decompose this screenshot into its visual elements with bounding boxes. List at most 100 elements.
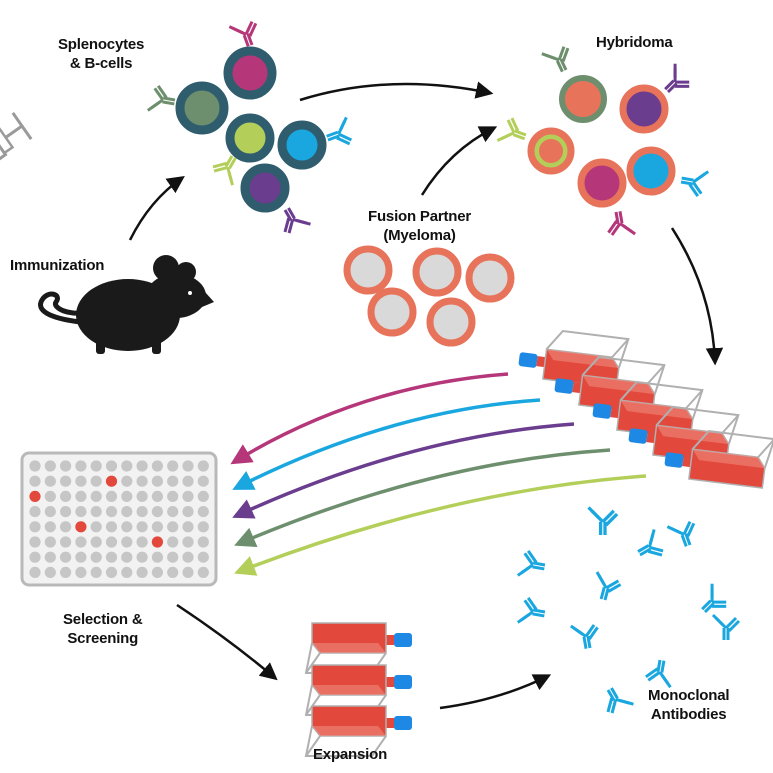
plate-well — [167, 490, 179, 502]
plate-well — [90, 460, 102, 472]
plate-well — [151, 566, 163, 579]
label-monoclonal-line1: Monoclonal — [648, 687, 730, 704]
label-splenocytes-line2: & B-cells — [69, 55, 133, 72]
label-hybridoma: Hybridoma — [596, 34, 673, 51]
plate-well — [182, 460, 194, 472]
plate-well — [29, 506, 41, 518]
plate-well — [121, 460, 133, 472]
plate-well — [197, 536, 209, 548]
antibody-icon — [711, 613, 741, 642]
label-monoclonal-line2: Antibodies — [650, 706, 727, 723]
plate-well — [60, 475, 72, 487]
plate-well — [121, 521, 133, 533]
antibody-icon — [586, 505, 619, 537]
plate-well — [90, 475, 102, 487]
plate-well — [167, 566, 179, 579]
label-splenocytes: Splenocytes & B-cells — [58, 35, 144, 73]
plate-well — [105, 536, 118, 548]
plate-well — [60, 460, 72, 472]
plate-well — [182, 536, 194, 548]
plate-well — [75, 490, 87, 502]
plate-well — [121, 490, 133, 502]
plate-well — [60, 521, 72, 533]
plate-well — [136, 506, 148, 518]
arrow-immunization-to-bcells — [128, 176, 185, 241]
plate-well — [136, 475, 148, 487]
plate-well — [29, 551, 41, 563]
label-selection-screening: Selection & Screening — [63, 610, 143, 648]
plate-well — [44, 460, 56, 472]
antibody-icon — [516, 595, 549, 629]
plate-well — [182, 551, 194, 563]
plate-well — [105, 566, 118, 579]
arrow-screening-to-expansion — [176, 603, 278, 681]
plate-well-positive — [151, 536, 163, 548]
antibody-icon — [589, 570, 624, 605]
plate-well — [44, 566, 56, 579]
plate-well — [60, 551, 72, 563]
mouse-icon — [38, 255, 214, 354]
antibody-icon — [569, 619, 603, 653]
label-selection-line2: Screening — [67, 630, 139, 647]
label-fusion-line1: Fusion Partner — [368, 208, 472, 225]
label-fusion-line2: (Myeloma) — [383, 227, 456, 244]
plate-well — [90, 490, 102, 502]
culture-flasks-stack — [516, 325, 773, 490]
plate-well — [75, 536, 87, 548]
plate-well — [136, 521, 148, 533]
antibody-icon — [516, 548, 549, 582]
label-fusion-partner: Fusion Partner (Myeloma) — [368, 207, 471, 245]
plate-well — [44, 506, 56, 518]
plate-well — [29, 566, 41, 579]
plate-well — [167, 536, 179, 548]
plate-well — [44, 551, 56, 563]
plate-well — [182, 475, 194, 487]
plate-well — [182, 521, 194, 533]
antibody-icon — [596, 681, 635, 719]
plate-well — [90, 551, 102, 563]
plate-well — [90, 521, 102, 533]
plate-well — [182, 490, 194, 502]
plate-well — [151, 475, 163, 487]
plate-well-positive — [75, 521, 87, 533]
flow-arrows — [128, 81, 724, 710]
plate-well — [197, 475, 209, 487]
plate-well — [90, 536, 102, 548]
arrow-expansion-to-antibodies — [439, 674, 552, 710]
expansion-flasks — [305, 622, 413, 757]
plate-well — [29, 521, 41, 533]
plate-well — [136, 536, 148, 548]
plate-well — [29, 460, 41, 472]
hybridoma-cluster — [495, 41, 710, 241]
plate-well — [151, 506, 163, 518]
label-expansion: Expansion — [313, 746, 388, 763]
plate-well — [136, 566, 148, 579]
plate-well — [136, 551, 148, 563]
plate-well — [90, 566, 102, 579]
plate-well — [75, 460, 87, 472]
plate-well — [151, 551, 163, 563]
b-cell-cluster — [146, 16, 357, 239]
plate-well — [197, 506, 209, 518]
plate-well — [75, 551, 87, 563]
plate-well — [136, 490, 148, 502]
plate-well — [197, 521, 209, 533]
antibody-icon — [631, 528, 669, 567]
plate-well — [121, 536, 133, 548]
label-immunization: Immunization — [10, 257, 105, 274]
plate-well — [29, 536, 41, 548]
plate-well — [197, 566, 209, 579]
antibody-icon — [665, 516, 702, 552]
plate-well — [121, 551, 133, 563]
arrow-hybridoma-to-flasks — [670, 227, 724, 366]
plate-well-positive — [29, 490, 41, 502]
plate-well — [136, 460, 148, 472]
plate-well — [75, 566, 87, 579]
plate-well — [90, 506, 102, 518]
plate-well — [44, 475, 56, 487]
plate-well — [29, 475, 41, 487]
plate-well — [44, 490, 56, 502]
plate-well — [167, 506, 179, 518]
plate-wells — [29, 460, 209, 579]
